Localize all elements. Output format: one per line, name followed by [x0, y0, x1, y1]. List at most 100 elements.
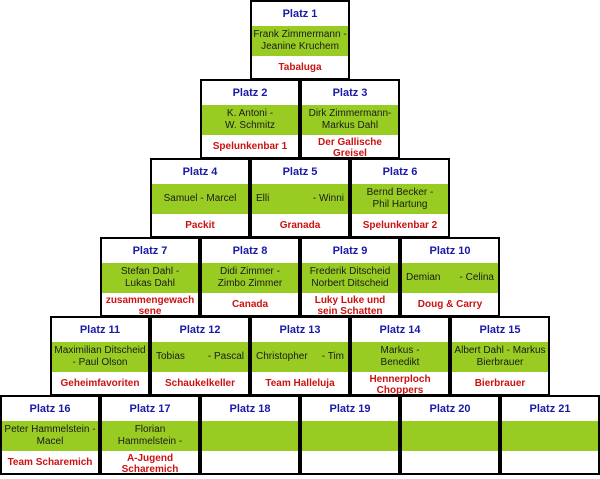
player-name: Demian: [406, 272, 441, 283]
team-name: Spelunkenbar 2: [362, 220, 438, 231]
names-band: [252, 342, 348, 372]
names-band: [102, 421, 198, 451]
player-names: Maximilian Ditscheid - Paul Olson: [54, 345, 146, 368]
place-label: Platz 18: [229, 403, 271, 415]
team-name: A-Jugend Scharemich: [121, 453, 179, 475]
place-label: Platz 3: [332, 87, 368, 99]
place-label: Platz 14: [379, 324, 421, 336]
names-band: [252, 184, 348, 214]
rank-cell: Platz 21: [500, 395, 600, 475]
player-names: Didi Zimmer - Zimbo Zimmer: [217, 266, 283, 289]
player-name: - Celina: [459, 272, 494, 283]
team-name: Team Scharemich: [7, 457, 93, 468]
player-names: Elli- Winni: [253, 184, 347, 214]
place-label: Platz 11: [79, 324, 121, 336]
place-label: Platz 1: [282, 8, 318, 20]
rank-cell: Platz 9 Frederik Ditscheid Norbert Ditsch…: [300, 237, 400, 317]
player-names: Frank Zimmermann - Jeanine Kruchem: [253, 29, 347, 52]
names-band: [352, 342, 448, 372]
place-label: Platz 13: [279, 324, 321, 336]
names-band: [302, 263, 398, 293]
rank-cell: Platz 11 Maximilian Ditscheid - Paul Olso…: [50, 316, 150, 396]
player-name: Tobias: [156, 351, 185, 362]
player-names: Florian Hammelstein -: [117, 424, 183, 447]
player-names: Dirk Zimmermann- Markus Dahl: [308, 108, 392, 131]
player-names: Frederik Ditscheid Norbert Ditscheid: [309, 266, 391, 289]
names-band: [352, 184, 448, 214]
names-band: [202, 263, 298, 293]
names-band: [402, 263, 498, 293]
player-names: Peter Hammelstein - Macel: [4, 424, 96, 447]
team-name: Der Gallische Greisel: [318, 137, 382, 159]
player-name: - Pascal: [207, 351, 244, 362]
names-band: [202, 421, 298, 451]
player-name: Elli: [256, 193, 270, 204]
player-names: K. Antoni - W. Schmitz: [224, 108, 275, 131]
names-band: [52, 342, 148, 372]
names-band: [302, 105, 398, 135]
names-band: [202, 105, 298, 135]
names-band: [402, 421, 498, 451]
place-label: Platz 17: [129, 403, 171, 415]
team-name: Luky Luke und sein Schatten: [314, 295, 386, 317]
team-name: Tabaluga: [278, 62, 322, 73]
place-label: Platz 6: [382, 166, 418, 178]
player-names: Christopher - Tim: [253, 342, 347, 372]
team-name: Bierbrauer: [474, 378, 526, 389]
names-band: [252, 26, 348, 56]
rank-cell: Platz 7 Stefan Dahl - Lukas Dahl zusammeng…: [100, 237, 200, 317]
place-label: Platz 12: [179, 324, 221, 336]
place-label: Platz 15: [479, 324, 521, 336]
names-band: [152, 342, 248, 372]
names-band: [302, 421, 398, 451]
team-name: zusammengewach sene: [105, 295, 195, 317]
team-name: Packit: [185, 220, 215, 231]
rank-cell: Platz 18: [200, 395, 300, 475]
team-name: Schaukelkeller: [164, 378, 236, 389]
player-names: Markus - Benedikt: [380, 345, 420, 368]
rank-cell: Platz 20: [400, 395, 500, 475]
place-label: Platz 5: [282, 166, 318, 178]
names-band: [502, 421, 598, 451]
names-band: [2, 421, 98, 451]
place-label: Platz 19: [329, 403, 371, 415]
rank-cell: Platz 1 Frank Zimmermann - Jeanine Kruche…: [250, 0, 350, 80]
player-name: - Tim: [321, 351, 344, 362]
place-label: Platz 2: [232, 87, 268, 99]
names-band: [102, 263, 198, 293]
player-names: Tobias - Pascal: [153, 342, 247, 372]
names-band: [452, 342, 548, 372]
team-name: Doug & Carry: [417, 299, 483, 310]
place-label: Platz 7: [132, 245, 168, 257]
player-names: Samuel - Marcel: [163, 193, 237, 204]
team-name: Hennerploch Choppers: [369, 374, 431, 396]
player-names: Stefan Dahl - Lukas Dahl: [120, 266, 180, 289]
player-name: Christopher: [256, 351, 308, 362]
team-name: Spelunkenbar 1: [212, 141, 288, 152]
place-label: Platz 8: [232, 245, 268, 257]
names-band: [152, 184, 248, 214]
place-label: Platz 9: [332, 245, 368, 257]
player-names: Demian - Celina: [403, 263, 497, 293]
team-name: Geheimfavoriten: [60, 378, 140, 389]
rank-cell: Platz 17 Florian Hammelstein - A-Jugend Sc…: [100, 395, 200, 475]
team-name: Granada: [279, 220, 321, 231]
place-label: Platz 20: [429, 403, 471, 415]
player-names: Albert Dahl - Markus Bierbrauer: [454, 345, 546, 368]
team-name: Canada: [231, 299, 269, 310]
rank-cell: Platz 19: [300, 395, 400, 475]
team-name: Team Halleluja: [265, 378, 335, 389]
place-label: Platz 16: [29, 403, 71, 415]
